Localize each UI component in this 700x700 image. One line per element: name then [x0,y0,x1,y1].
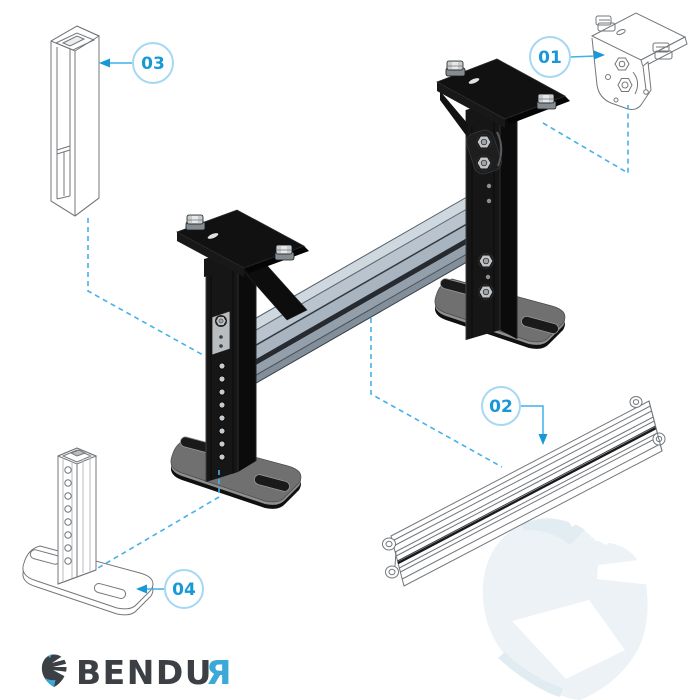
exploded-view-connectors [87,105,629,569]
callout-bubble [529,36,571,78]
callout-label: 04 [172,580,196,600]
callout-label: 01 [538,48,562,68]
callout-bubble [481,386,521,426]
hex-bolt [475,154,493,172]
beam-clamp-plate [466,129,502,175]
leader-line [520,405,544,436]
brand-logo-text-accent: Я [206,653,233,692]
leader-arrowhead [538,434,548,445]
beam-end-fasteners-right [629,396,666,452]
part-01-mounting-bracket-drawing [590,12,688,110]
callout-bubble [132,42,174,84]
callout-04: 04 [136,569,204,609]
brand-logo: BENDU Я [41,653,233,692]
right-leg-upright [436,58,570,340]
cross-beam-profile [243,177,501,391]
adjustment-holes [218,362,226,461]
adjustment-holes-outline [64,466,72,565]
hex-bolt-outline [614,57,633,92]
bracket-clamp-bolt [274,244,295,261]
right-top-bracket [436,58,570,138]
beam-end-fasteners-left [382,537,399,579]
hex-bolt [477,252,495,270]
connector-dashed-line-04 [97,470,220,569]
left-top-bracket [176,209,309,277]
hex-bolt [477,283,495,301]
callout-label: 02 [489,397,513,417]
leader-line [569,55,597,58]
left-leg-upright [176,209,309,482]
callout-label: 03 [141,54,165,74]
hex-bolt [475,133,493,151]
bracket-clamp-bolt [536,93,557,110]
connector-dashed-line-01 [542,105,629,175]
part-02-beam-profile-drawing [382,396,666,587]
assembled-stand-drawing [170,58,570,509]
clamp-bolt-outline [652,42,673,60]
callout-01: 01 [529,36,605,78]
leader-arrowhead [99,58,110,68]
connector-dashed-line-02 [370,318,503,468]
leader-arrowhead [136,584,147,594]
watermark-brand-mark [482,509,655,700]
bracket-clamp-bolt [445,60,466,77]
part-04-foot-upright-drawing [22,447,154,616]
part-03-upright-channel-drawing [50,25,101,217]
callout-02: 02 [481,386,548,445]
beam-clamp-strip [211,310,231,356]
callout-bubble [164,569,204,609]
clamp-bolt-outline [595,15,616,32]
brand-logo-text-dark: BENDU [76,653,213,692]
bracket-clamp-bolt [185,214,206,231]
leader-arrowhead [594,50,605,60]
callout-03: 03 [99,42,174,84]
connector-dashed-line-03 [87,218,204,356]
brand-logo-icon [41,654,69,687]
